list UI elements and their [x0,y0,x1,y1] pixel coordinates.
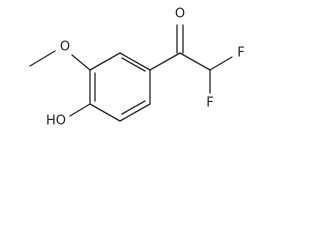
methoxy-to-methyl-bond [29,50,56,67]
carbonyl-oxygen-label: O [175,7,185,22]
cf2-to-fluorine-bond [209,56,233,71]
ring-double-bond [121,57,146,72]
ring-bond [89,52,121,71]
ring-double-bond [121,100,146,115]
fluorine-lower-label: F [206,96,213,111]
carbonyl-to-cf2-bond [179,52,211,71]
methoxy-oxygen-label: O [60,40,70,55]
ring-to-methoxy-bond [71,54,91,71]
hydroxyl-label: HO [46,114,66,129]
ring-bond [89,103,121,122]
ring-bond [119,103,151,122]
ring-to-carbonyl-bond [149,52,181,71]
chemical-structure: O F F O HO [29,7,245,129]
ring-bond [119,52,151,71]
methoxy-group [29,50,91,71]
benzene-ring [89,52,151,122]
difluoroacetyl-group [149,24,233,94]
fluorine-upper-label: F [237,46,244,61]
ring-to-hydroxyl-bond [69,103,91,117]
hydroxyl-group [69,103,91,117]
